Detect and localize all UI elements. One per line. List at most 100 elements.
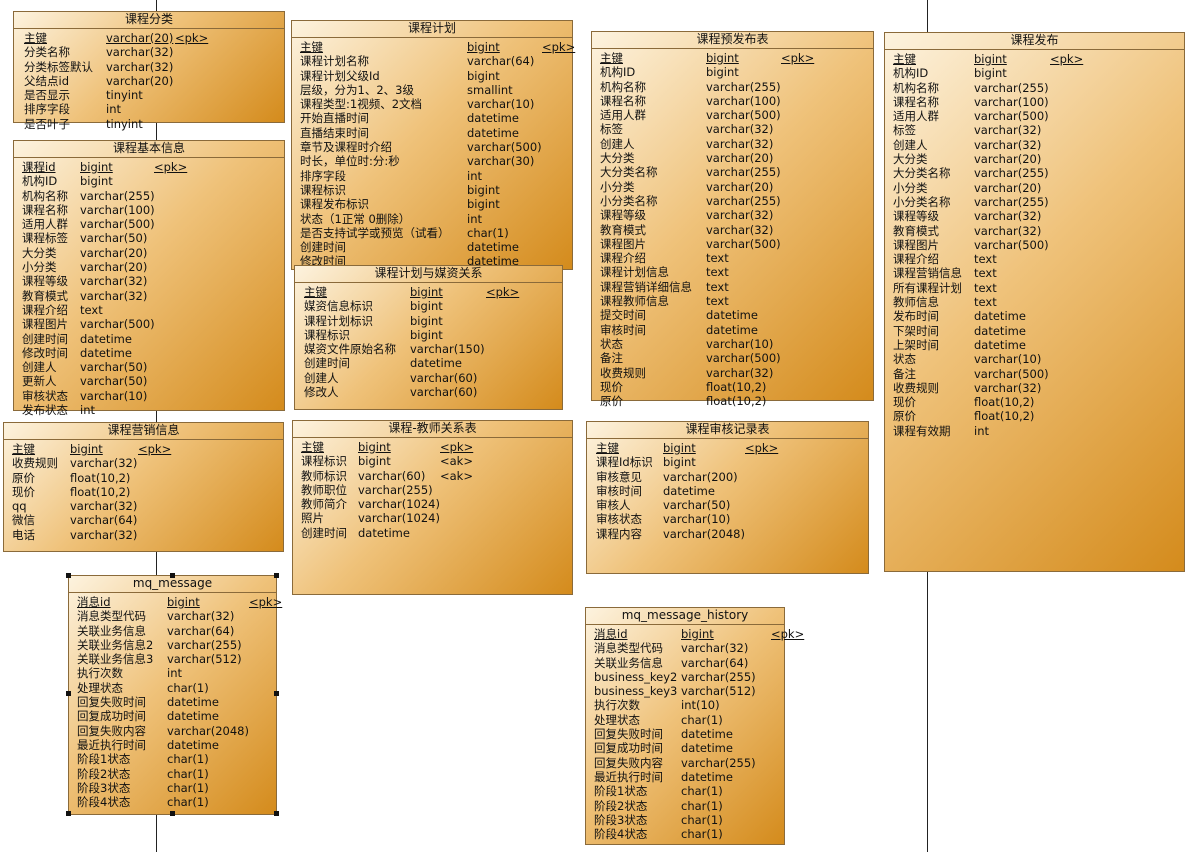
column-name: 媒资文件原始名称 bbox=[304, 342, 396, 357]
column-name: 课程标识 bbox=[301, 454, 347, 469]
column-type: varchar(2048) bbox=[663, 526, 745, 541]
column-type: varchar(32) bbox=[70, 499, 138, 514]
selection-handle[interactable] bbox=[66, 573, 71, 578]
selection-handle[interactable] bbox=[66, 691, 71, 696]
column-name: 修改人 bbox=[304, 385, 339, 400]
column-type: int bbox=[106, 102, 121, 117]
column-name: 处理状态 bbox=[77, 680, 123, 695]
column-type: datetime bbox=[358, 525, 410, 540]
column-type: varchar(500) bbox=[706, 236, 781, 251]
column-name: 课程有效期 bbox=[893, 423, 951, 438]
column-type: datetime bbox=[467, 240, 519, 255]
entity-title: 课程分类 bbox=[14, 12, 284, 29]
column-type: bigint bbox=[70, 442, 103, 456]
column-type: char(1) bbox=[167, 766, 209, 781]
column-type: varchar(500) bbox=[80, 317, 155, 332]
column-name: 课程id bbox=[22, 160, 56, 174]
column-type: bigint bbox=[663, 455, 696, 470]
column-name: 机构ID bbox=[893, 66, 929, 81]
selection-handle[interactable] bbox=[170, 811, 175, 816]
column-name: 机构ID bbox=[600, 65, 636, 80]
column-type: bigint bbox=[410, 313, 443, 328]
column-name: 收费规则 bbox=[600, 365, 646, 380]
column-type: char(1) bbox=[467, 225, 509, 240]
column-type: varchar(32) bbox=[974, 380, 1042, 395]
column-name: 大分类 bbox=[893, 152, 928, 167]
column-type: datetime bbox=[974, 309, 1026, 324]
column-type: varchar(10) bbox=[467, 97, 535, 112]
column-type: varchar(255) bbox=[681, 755, 756, 770]
entity-title: 课程计划 bbox=[292, 21, 572, 38]
column-type: bigint bbox=[706, 51, 739, 65]
column-name: 关联业务信息3 bbox=[77, 652, 154, 667]
column-type: datetime bbox=[167, 695, 219, 710]
column-type: bigint bbox=[358, 454, 391, 469]
column-name: business_key2 bbox=[594, 669, 678, 684]
column-type: varchar(10) bbox=[663, 512, 731, 527]
column-name: 回复成功时间 bbox=[594, 741, 663, 756]
selection-handle[interactable] bbox=[170, 573, 175, 578]
column-name: 主键 bbox=[24, 31, 47, 45]
selection-handle[interactable] bbox=[274, 573, 279, 578]
column-name: 适用人群 bbox=[22, 217, 68, 232]
column-type: bigint bbox=[410, 299, 443, 314]
selection-handle[interactable] bbox=[66, 811, 71, 816]
column-type: float(10,2) bbox=[706, 379, 767, 394]
column-type: varchar(30) bbox=[467, 154, 535, 169]
column-type: bigint bbox=[681, 627, 714, 641]
column-key: <pk> bbox=[771, 627, 805, 641]
column-name: 收费规则 bbox=[12, 456, 58, 471]
column-type: varchar(255) bbox=[681, 669, 756, 684]
column-name: 时长，单位时:分:秒 bbox=[300, 154, 400, 169]
selection-handle[interactable] bbox=[274, 811, 279, 816]
entity-title: mq_message_history bbox=[586, 608, 784, 625]
column-name: 阶段3状态 bbox=[77, 780, 131, 795]
column-type: smallint bbox=[467, 82, 513, 97]
column-type: int(10) bbox=[681, 698, 720, 713]
column-name: 主键 bbox=[301, 440, 324, 454]
selection-handle[interactable] bbox=[274, 691, 279, 696]
column-type: datetime bbox=[80, 345, 132, 360]
